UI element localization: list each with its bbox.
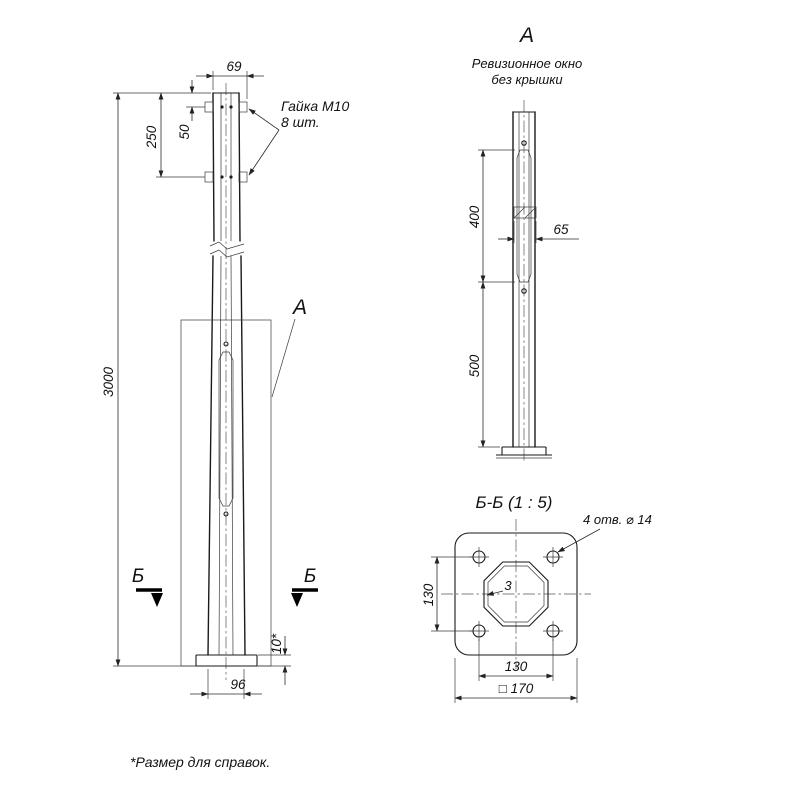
- dim-500-label: 500: [467, 354, 482, 377]
- section-label-left: Б: [132, 566, 144, 587]
- section-bb-title: Б-Б (1 : 5): [476, 493, 553, 512]
- section-arrow-left: [151, 593, 163, 607]
- view-a-title: А: [518, 24, 534, 47]
- nut-note: Гайка М10 8 шт.: [248, 98, 349, 176]
- dim-69: 69: [196, 59, 264, 99]
- dim-130-v-label: 130: [421, 583, 436, 606]
- view-a-base: [496, 446, 552, 459]
- dim-10: 10*: [258, 633, 291, 685]
- dim-65: 65: [498, 221, 579, 243]
- detail-a-label: А: [291, 296, 307, 319]
- dim-170: □ 170: [454, 658, 578, 703]
- holes-note-label: 4 отв. ⌀ 14: [583, 512, 652, 527]
- base-plate-front: [195, 654, 258, 667]
- break-line-top: [209, 241, 245, 250]
- dim-69-label: 69: [226, 59, 242, 74]
- section-bb: Б-Б (1 : 5) 3 4 отв. ⌀ 14: [421, 493, 652, 703]
- front-view: Б Б 69 250 50: [101, 59, 349, 699]
- view-a: А Ревизионное окно без крышки: [467, 24, 582, 462]
- view-a-clip: [513, 206, 537, 219]
- nut-note-line1: Гайка М10: [281, 98, 349, 114]
- dim-250-label: 250: [144, 125, 159, 149]
- dim-170-label: □ 170: [499, 681, 534, 696]
- dim-500: 500: [467, 281, 500, 448]
- dim-3000-label: 3000: [101, 366, 116, 397]
- nut-note-line2: 8 шт.: [281, 114, 320, 130]
- wall-thickness-label: 3: [504, 578, 512, 593]
- section-cut-right: Б: [291, 566, 318, 607]
- dim-250: 250: [113, 92, 211, 178]
- dim-130-h-label: 130: [505, 659, 528, 674]
- section-arrow-right: [291, 593, 303, 607]
- footnote: *Размер для справок.: [130, 754, 270, 770]
- pole-cross-section-octagon: 3: [483, 561, 549, 627]
- dim-50: 50: [177, 80, 205, 140]
- detail-a-callout: А: [271, 296, 307, 398]
- dim-130-vertical: 130: [421, 556, 473, 632]
- dim-130-horizontal: 130: [478, 639, 554, 681]
- holes-note: 4 отв. ⌀ 14: [557, 512, 652, 553]
- revision-window-front: [218, 341, 234, 517]
- view-a-subtitle-1: Ревизионное окно: [472, 56, 582, 71]
- dim-96-label: 96: [230, 677, 246, 692]
- section-cut-left: Б: [132, 566, 163, 607]
- dim-65-label: 65: [553, 222, 569, 237]
- dim-400-label: 400: [467, 205, 482, 228]
- dim-3000: 3000: [101, 92, 196, 667]
- pole-upper-segment: [209, 92, 245, 258]
- dim-50-label: 50: [177, 124, 192, 140]
- dim-96: 96: [190, 669, 262, 699]
- dim-10-label: 10*: [269, 633, 284, 654]
- pole-lower-segment: [207, 255, 246, 656]
- section-label-right: Б: [304, 566, 316, 587]
- view-a-window: [516, 140, 532, 294]
- base-plate-plan: [454, 532, 578, 656]
- view-a-subtitle-2: без крышки: [491, 72, 562, 87]
- break-line-bottom: [209, 249, 245, 258]
